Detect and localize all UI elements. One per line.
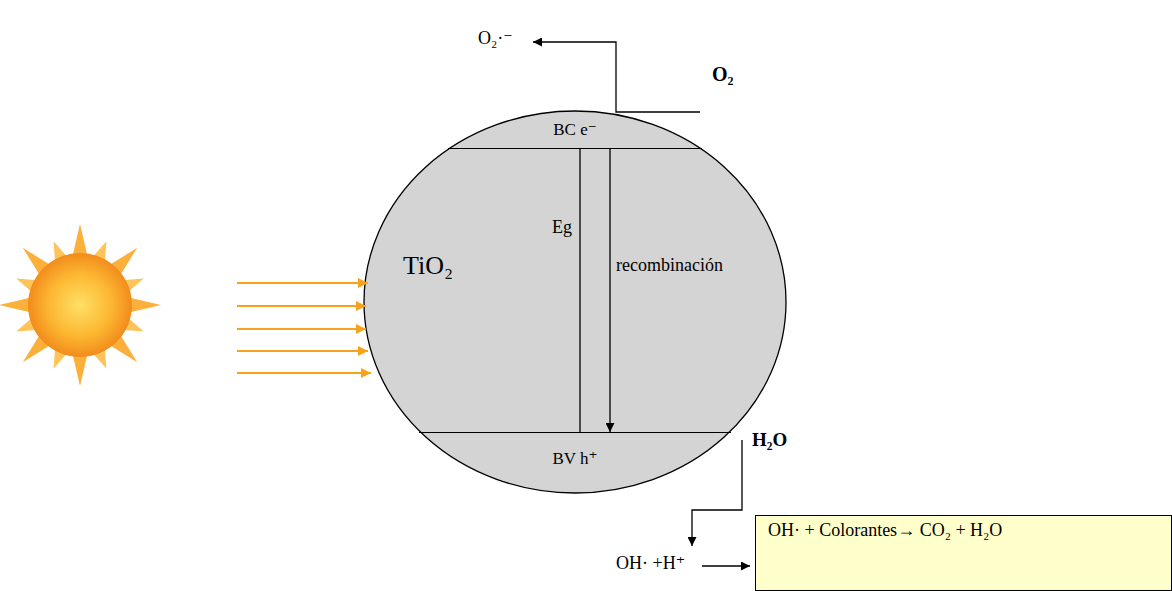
- sun: [0, 224, 161, 386]
- reaction-box: OH· + Colorantes→ CO₂ + H₂O: [755, 515, 1172, 591]
- node-text: OH· + Colorantes→ CO₂ + H₂O: [768, 520, 1002, 542]
- particle-circle: TiO₂ BC e⁻ BV h⁺: [363, 110, 787, 494]
- sun-ray: [14, 319, 35, 337]
- sun-ray: [48, 350, 66, 371]
- conduction-band: BC e⁻: [448, 112, 702, 149]
- sun-core: [28, 253, 132, 357]
- node-text: TiO₂: [403, 250, 453, 281]
- band-gap-line: [579, 149, 580, 432]
- label-holder: O₂·⁻: [478, 28, 513, 50]
- edge-label: recombinación: [616, 255, 723, 277]
- species-label: OH· +H⁺: [616, 553, 685, 573]
- label-holder: OH· +H⁺: [616, 553, 685, 575]
- sun-ray: [0, 298, 29, 312]
- sun-ray: [131, 298, 161, 312]
- edge-label-holder: recombinación: [616, 255, 723, 277]
- recombination-arrow: [609, 149, 610, 432]
- reaction-arrow: [702, 565, 750, 566]
- node-text: BV h⁺: [552, 449, 597, 469]
- label-holder: H₂O: [752, 429, 787, 452]
- sun-ray: [94, 239, 112, 260]
- sun-ray: [14, 273, 35, 291]
- edge-label-holder: Eg: [552, 217, 572, 239]
- sun-ray: [48, 239, 66, 260]
- sun-ray: [18, 336, 49, 367]
- sun-ray: [73, 224, 87, 254]
- species-label: O₂·⁻: [478, 28, 513, 48]
- light-arrow: [237, 282, 368, 284]
- light-arrow: [237, 305, 366, 307]
- reactant-label: O₂: [712, 63, 734, 85]
- sun-ray: [125, 319, 146, 337]
- sun-ray: [111, 336, 142, 367]
- reduction-arrow: [533, 42, 700, 112]
- particle-outline: [363, 110, 787, 494]
- sun-ray: [125, 273, 146, 291]
- valence-band: BV h⁺: [419, 432, 731, 494]
- sun-ray: [18, 243, 49, 274]
- light-rays: [237, 283, 371, 373]
- edge-label: Eg: [552, 217, 572, 239]
- light-arrow: [237, 350, 368, 352]
- label-holder: O₂: [712, 62, 734, 86]
- light-arrow: [237, 372, 371, 374]
- oxidation-arrow: [692, 440, 742, 546]
- sun-ray: [94, 350, 112, 371]
- node-text: BC e⁻: [553, 120, 596, 140]
- light-arrow: [237, 328, 366, 330]
- sun-ray: [73, 356, 87, 386]
- reactant-label: H₂O: [752, 429, 787, 450]
- sun-ray: [111, 243, 142, 274]
- particle-ellipse: [364, 111, 786, 493]
